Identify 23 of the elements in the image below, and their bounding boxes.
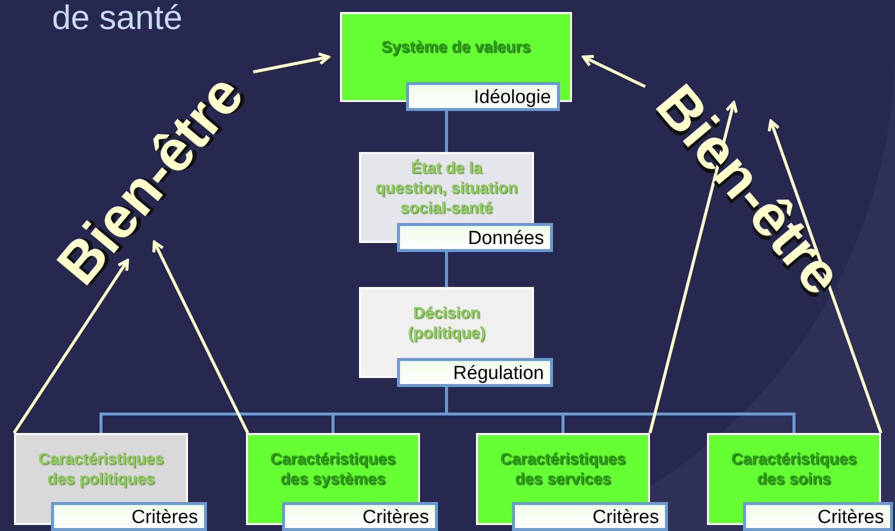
- box-title: Système de valeurs: [380, 38, 532, 58]
- box-title: État de la question, situation social-santé: [375, 158, 518, 218]
- box-title: Décision (politique): [406, 304, 486, 344]
- tab-label: Idéologie: [406, 82, 560, 111]
- connector-line: [445, 109, 448, 152]
- arrow: [582, 54, 646, 88]
- slide-title: de santé: [52, 0, 182, 38]
- tab-label: Critères: [743, 502, 893, 531]
- tab-label: Données: [397, 223, 553, 252]
- connector-line: [445, 250, 448, 287]
- box-title: Caractéristiques des systèmes: [269, 450, 397, 490]
- arrow: [252, 52, 330, 74]
- tab-label: Critères: [282, 502, 438, 531]
- arrow: [152, 240, 250, 434]
- box-title: Caractéristiques des politiques: [37, 450, 165, 490]
- tab-label: Critères: [512, 502, 668, 531]
- tab-label: Régulation: [397, 358, 553, 387]
- box-title: Caractéristiques des soins: [730, 450, 858, 490]
- arrow: [648, 101, 738, 434]
- box-title: Caractéristiques des services: [499, 450, 627, 490]
- tab-label: Critères: [51, 502, 207, 531]
- arrow: [12, 258, 130, 434]
- arrow: [768, 120, 882, 434]
